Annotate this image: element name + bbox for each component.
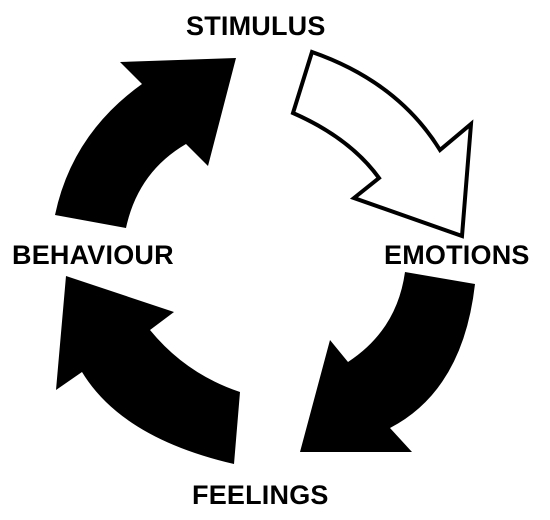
label-behaviour: BEHAVIOUR [12, 240, 174, 270]
label-feelings: FEELINGS [192, 480, 329, 510]
arrow-feelings-to-behaviour [56, 276, 240, 464]
arrow-emotions-to-feelings [300, 272, 475, 452]
label-emotions: EMOTIONS [384, 240, 530, 270]
label-stimulus: STIMULUS [186, 11, 326, 41]
arrow-behaviour-to-stimulus [55, 58, 236, 228]
arrow-stimulus-to-emotions [290, 49, 474, 239]
